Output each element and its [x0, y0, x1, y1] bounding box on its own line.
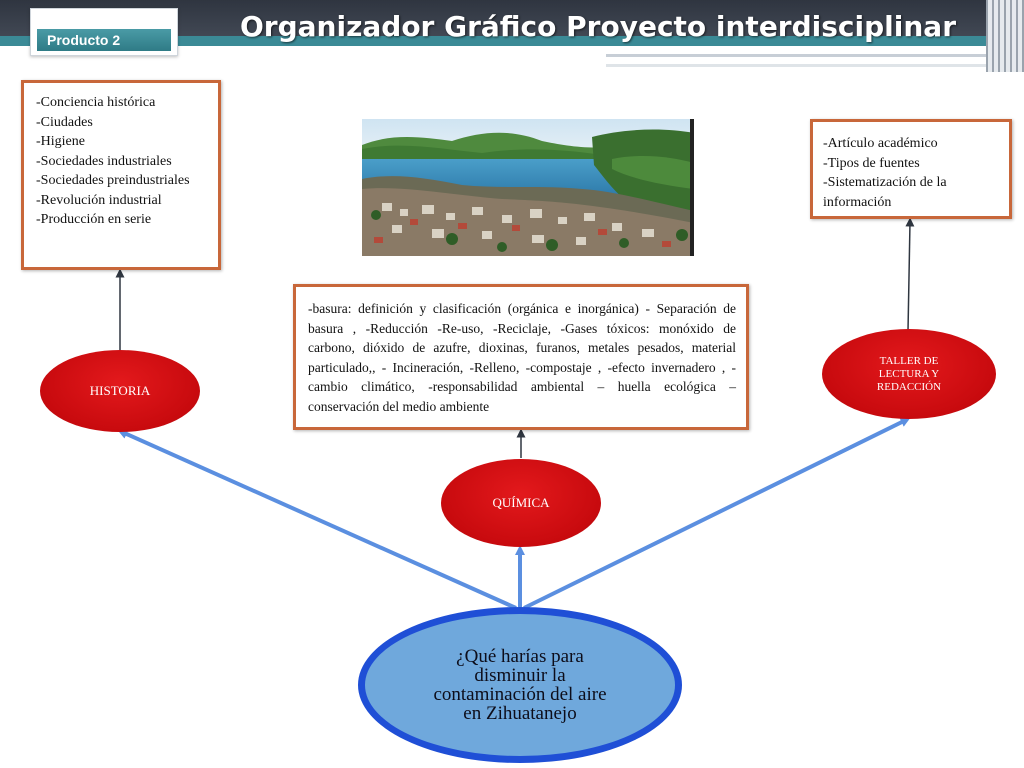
topic-item: -Producción en serie — [36, 212, 152, 227]
historia-topics-box: -Conciencia histórica -Ciudades -Higiene… — [21, 80, 221, 270]
product-badge: Producto 2 — [30, 8, 178, 56]
topic-item: -Artículo académico — [823, 136, 938, 151]
central-question-text: ¿Qué harías para disminuir la contaminac… — [433, 646, 607, 724]
header-accent-bar — [0, 36, 1024, 46]
arrow-taller-to-box — [905, 217, 915, 332]
topic-item: -Tipos de fuentes — [823, 155, 920, 171]
node-historia-label: HISTORIA — [89, 383, 151, 398]
page-title: Organizador Gráfico Proyecto interdiscip… — [240, 10, 956, 43]
zihuatanejo-bay-photo — [362, 119, 694, 256]
topic-item: -Conciencia histórica — [36, 95, 156, 110]
node-central-question: ¿Qué harías para disminuir la contaminac… — [358, 607, 682, 763]
header-stripes — [986, 0, 1024, 72]
header-rule — [606, 64, 1024, 67]
quimica-topics-text: -basura: definición y clasificación (org… — [308, 301, 736, 414]
topic-item: -Sociedades industriales — [36, 153, 172, 169]
topic-item: -Revolución industrial — [36, 192, 162, 208]
header-rule — [606, 54, 1024, 57]
topic-item: -Sistematización de la información — [823, 175, 947, 210]
quimica-topics-box: -basura: definición y clasificación (org… — [293, 284, 749, 430]
node-historia: HISTORIA — [40, 350, 200, 432]
taller-topics-box: -Artículo académico -Tipos de fuentes -S… — [810, 119, 1012, 219]
topic-item: -Higiene — [36, 134, 85, 149]
node-taller: TALLER DE LECTURA Y REDACCIÓN — [822, 329, 996, 419]
node-quimica: QUÍMICA — [441, 459, 601, 547]
node-taller-label: TALLER DE LECTURA Y REDACCIÓN — [876, 354, 942, 393]
topic-item: -Ciudades — [36, 114, 93, 130]
topic-item: -Sociedades preindustriales — [36, 173, 190, 188]
node-quimica-label: QUÍMICA — [492, 495, 550, 510]
product-badge-label: Producto 2 — [37, 29, 171, 51]
bay-photo-illustration — [362, 119, 694, 256]
slide-header: Producto 2 Organizador Gráfico Proyecto … — [0, 0, 1024, 72]
